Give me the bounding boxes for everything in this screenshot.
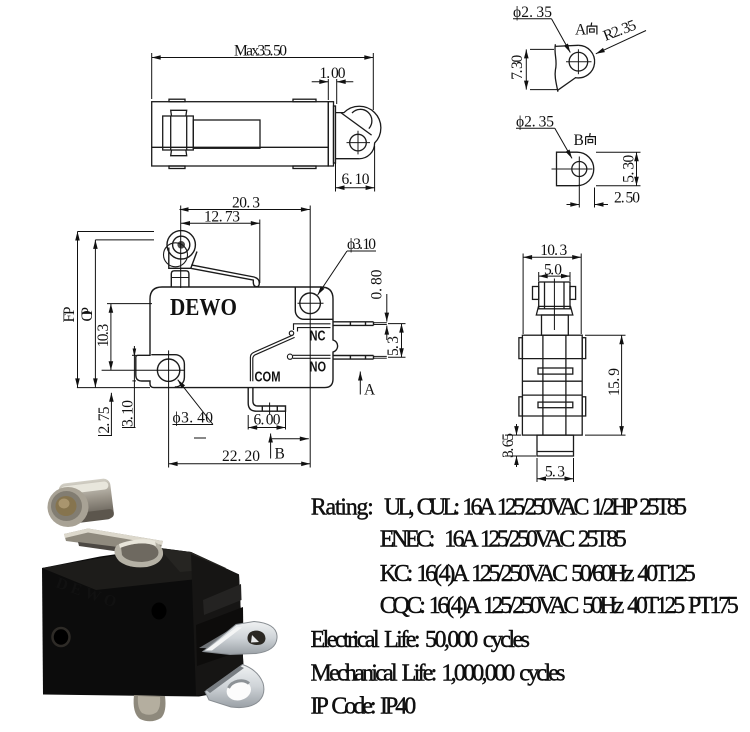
svg-text:12. 73: 12. 73 bbox=[204, 209, 240, 226]
svg-text:A: A bbox=[364, 382, 376, 399]
svg-text:UL, CUL: 16A 125/250VAC 1/2HP: UL, CUL: 16A 125/250VAC 1/2HP 25T85 bbox=[384, 495, 687, 521]
svg-text:ϕ2. 35: ϕ2. 35 bbox=[516, 114, 554, 131]
svg-text:0. 80: 0. 80 bbox=[369, 269, 386, 299]
svg-text:6. 10: 6. 10 bbox=[342, 171, 370, 188]
svg-text:2. 50: 2. 50 bbox=[614, 190, 640, 207]
svg-text:20. 3: 20. 3 bbox=[232, 195, 260, 212]
svg-text:ENEC: 16A 125/250VAC 25T85: ENEC: 16A 125/250VAC 25T85 bbox=[380, 527, 627, 553]
svg-text:A: A bbox=[575, 22, 587, 39]
svg-text:COM: COM bbox=[255, 370, 281, 386]
svg-text:5. 3: 5. 3 bbox=[385, 336, 402, 356]
svg-text:DEWO: DEWO bbox=[170, 295, 237, 321]
svg-text:ϕ2. 35: ϕ2. 35 bbox=[513, 4, 552, 21]
svg-text:OP: OP bbox=[79, 307, 96, 322]
svg-text:2. 75: 2. 75 bbox=[96, 406, 113, 433]
svg-text:3. 65: 3. 65 bbox=[500, 433, 517, 458]
svg-text:B: B bbox=[275, 446, 285, 463]
svg-text:3. 10: 3. 10 bbox=[120, 400, 137, 427]
svg-text:FP: FP bbox=[61, 307, 78, 323]
svg-text:15. 9: 15. 9 bbox=[606, 368, 623, 396]
svg-text:KC: 16(4)A 125/250VAC 50/60Hz: KC: 16(4)A 125/250VAC 50/60Hz 40T125 bbox=[380, 561, 696, 587]
svg-text:CQC: 16(4)A 125/250VAC 50Hz 40: CQC: 16(4)A 125/250VAC 50Hz 40T125 PT175 bbox=[380, 593, 739, 619]
svg-text:7. 30: 7. 30 bbox=[509, 55, 526, 80]
svg-text:ϕ3. 40: ϕ3. 40 bbox=[173, 410, 214, 427]
svg-text:NO: NO bbox=[310, 360, 327, 376]
svg-text:10. 3: 10. 3 bbox=[95, 324, 112, 348]
svg-text:5. 0: 5. 0 bbox=[544, 262, 562, 279]
svg-text:Mechanical Life: 1,000,000 cyc: Mechanical Life: 1,000,000 cycles bbox=[311, 661, 566, 687]
svg-text:B: B bbox=[574, 132, 584, 149]
svg-text:1. 00: 1. 00 bbox=[320, 65, 346, 82]
svg-text:5. 30: 5. 30 bbox=[620, 154, 637, 182]
svg-text:6. 00: 6. 00 bbox=[254, 412, 281, 429]
svg-text:IP Code: IP40: IP Code: IP40 bbox=[311, 694, 417, 720]
svg-text:Rating:: Rating: bbox=[311, 495, 374, 521]
svg-text:10. 3: 10. 3 bbox=[540, 242, 567, 259]
svg-text:NC: NC bbox=[310, 329, 326, 345]
svg-text:Electrical Life: 50,000 cycles: Electrical Life: 50,000 cycles bbox=[311, 627, 531, 653]
svg-text:ϕ3. 10: ϕ3. 10 bbox=[347, 236, 376, 253]
svg-text:5. 3: 5. 3 bbox=[545, 464, 565, 481]
svg-text:Max35. 50: Max35. 50 bbox=[234, 43, 287, 60]
svg-text:R2. 35: R2. 35 bbox=[601, 17, 639, 45]
svg-text:22. 20: 22. 20 bbox=[222, 448, 260, 465]
